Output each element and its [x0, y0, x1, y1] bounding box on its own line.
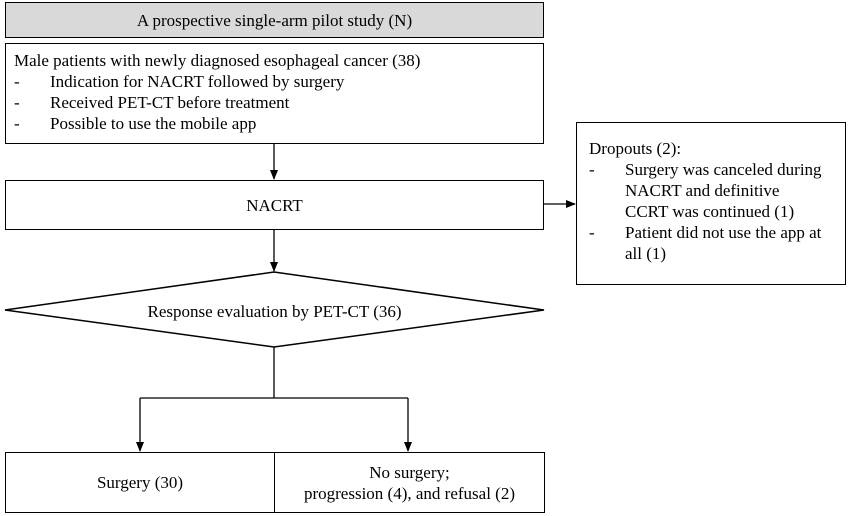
dropout-text: all (1)	[625, 244, 667, 263]
bullet-dash: -	[14, 72, 20, 91]
evaluation-label-wrap: Response evaluation by PET-CT (36)	[5, 296, 544, 326]
dropout-text: Patient did not use the app at	[625, 223, 822, 242]
surgery-box: Surgery (30)	[5, 452, 275, 513]
study-title-box: A prospective single-arm pilot study (N)	[5, 2, 544, 38]
criterion-text: Indication for NACRT followed by surgery	[50, 72, 345, 91]
nacrt-label: NACRT	[246, 195, 303, 215]
no-surgery-box: No surgery; progression (4), and refusal…	[274, 452, 545, 513]
criterion-item: - Possible to use the mobile app	[14, 113, 543, 134]
nacrt-box: NACRT	[5, 180, 544, 230]
dropout-item: - Surgery was canceled during	[589, 159, 837, 180]
no-surgery-line1: No surgery;	[369, 462, 450, 482]
no-surgery-line2: progression (4), and refusal (2)	[303, 483, 515, 503]
dropouts-box: Dropouts (2): - Surgery was canceled dur…	[576, 122, 846, 285]
dropout-text: CCRT was continued (1)	[625, 202, 795, 221]
dropout-item: - Patient did not use the app at	[589, 222, 837, 243]
bullet-dash: -	[589, 160, 595, 179]
criterion-text: Received PET-CT before treatment	[50, 93, 290, 112]
dropout-text: Surgery was canceled during	[625, 160, 822, 179]
dropout-text: NACRT and definitive	[625, 181, 780, 200]
bullet-dash: -	[14, 93, 20, 112]
bullet-dash: -	[589, 223, 595, 242]
criterion-item: - Indication for NACRT followed by surge…	[14, 71, 543, 92]
dropouts-header: Dropouts (2):	[589, 139, 682, 158]
eligibility-box: Male patients with newly diagnosed esoph…	[5, 43, 544, 144]
surgery-label: Surgery (30)	[96, 473, 184, 492]
study-title: A prospective single-arm pilot study (N)	[136, 10, 413, 30]
criterion-text: Possible to use the mobile app	[50, 114, 257, 133]
criterion-item: - Received PET-CT before treatment	[14, 92, 543, 113]
evaluation-label: Response evaluation by PET-CT (36)	[147, 301, 402, 321]
eligibility-header: Male patients with newly diagnosed esoph…	[14, 51, 421, 70]
bullet-dash: -	[14, 114, 20, 133]
